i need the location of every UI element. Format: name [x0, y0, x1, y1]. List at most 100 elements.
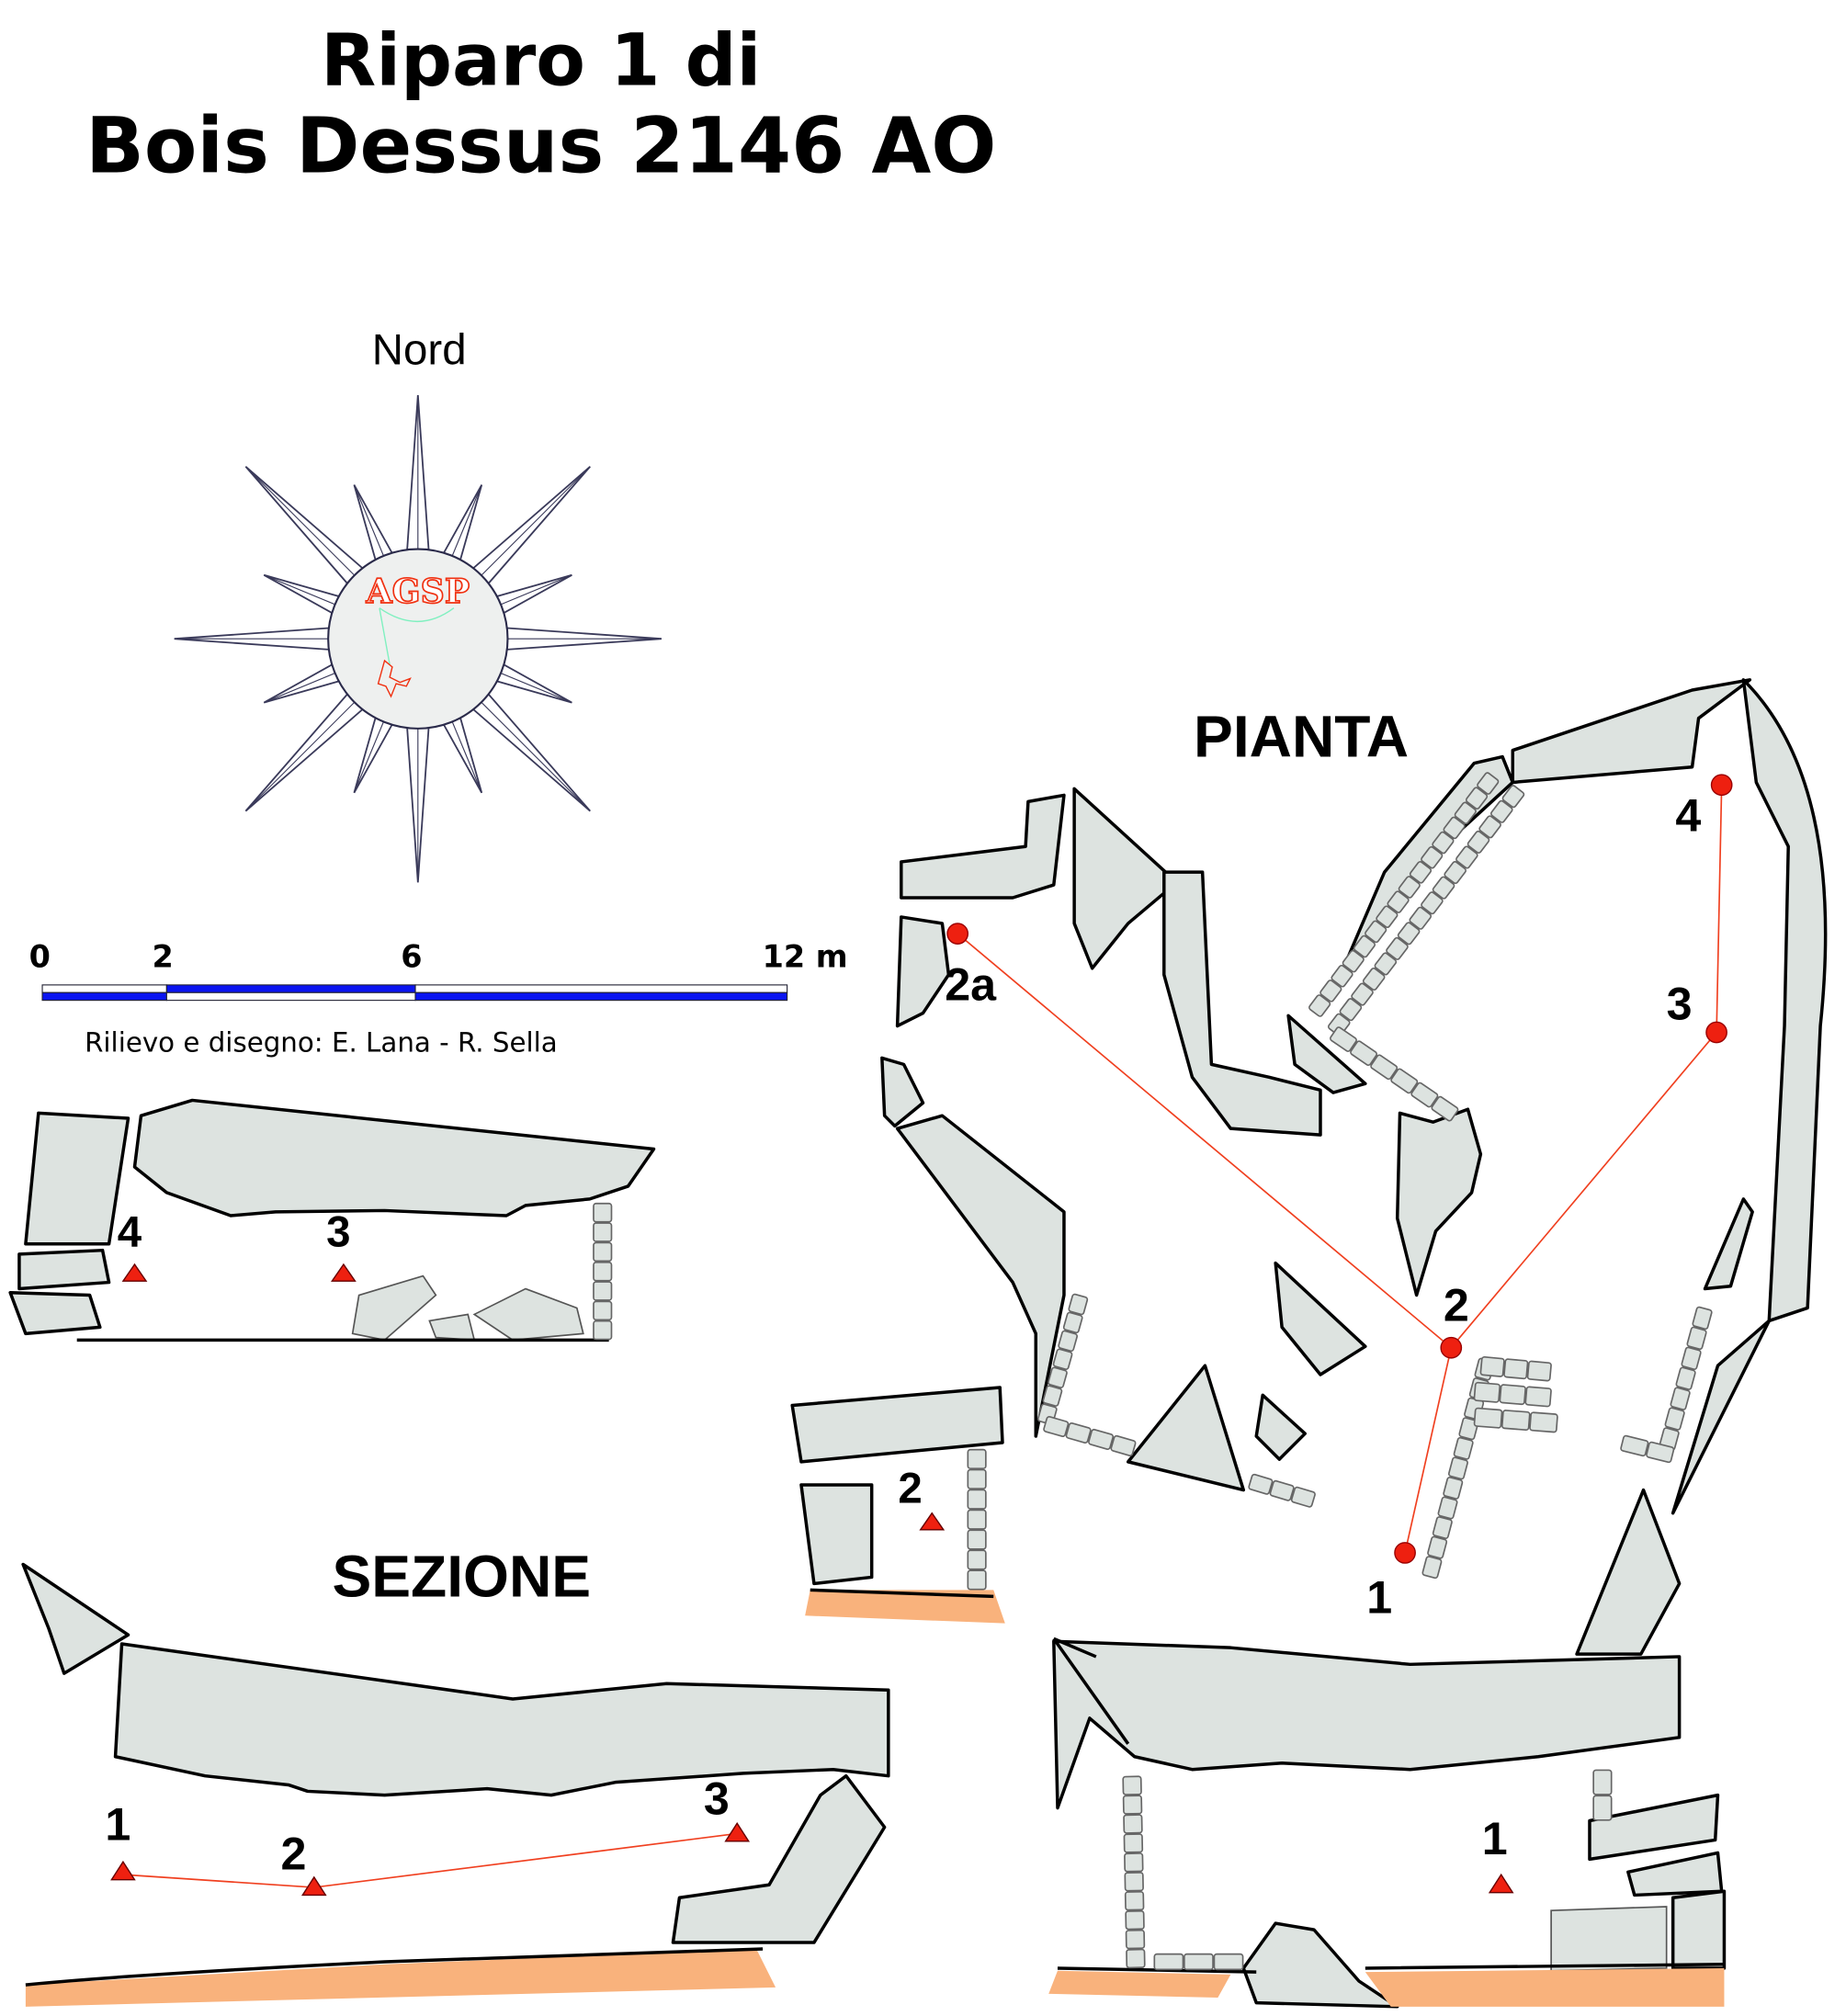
dry-stone-wall-block	[1477, 772, 1500, 795]
dry-stone-wall-block	[1432, 1516, 1453, 1540]
dry-stone-wall-block	[1444, 861, 1467, 885]
dry-stone-wall-block	[1350, 1040, 1378, 1066]
section-station-3-label: 3	[326, 1207, 350, 1256]
scale-tick-2: 2	[153, 938, 174, 974]
dry-stone-wall-block	[1443, 816, 1466, 840]
dry-stone-wall-block	[1062, 1311, 1083, 1334]
dry-stone-wall-block	[593, 1241, 613, 1263]
small-section-station-2	[919, 1512, 946, 1531]
dry-stone-wall-block	[1427, 1535, 1448, 1559]
dry-stone-wall-block	[1620, 1434, 1649, 1457]
dry-stone-wall-block	[1248, 1473, 1274, 1495]
section-station-4	[121, 1263, 148, 1282]
dry-stone-wall-block	[593, 1222, 613, 1242]
dry-stone-wall-block	[967, 1529, 987, 1550]
dry-stone-wall-block	[1386, 936, 1409, 960]
dry-stone-wall-block	[1397, 922, 1421, 946]
dry-stone-wall-block	[1503, 1358, 1529, 1380]
dry-stone-wall-block	[1052, 1348, 1073, 1371]
plan-label: PIANTA	[1194, 704, 1409, 770]
scale-tick-12: 12 m	[763, 938, 848, 974]
dry-stone-wall-block	[967, 1549, 987, 1570]
section-label: SEZIONE	[332, 1543, 591, 1609]
dry-stone-wall-block	[1183, 1953, 1214, 1971]
section-lower: 1 2 3	[21, 1562, 890, 2007]
dry-stone-wall-block	[1319, 980, 1342, 1002]
compass-rose: Nord AGSP	[174, 326, 662, 883]
dry-stone-wall-block	[1362, 967, 1386, 991]
dry-stone-wall-block	[593, 1261, 613, 1282]
section-survey-line	[122, 1832, 738, 1888]
dry-stone-wall-block	[1213, 1953, 1244, 1971]
dry-stone-wall-block	[1387, 890, 1410, 913]
dry-stone-wall-block	[1269, 1479, 1295, 1501]
dry-stone-wall-block	[1524, 1386, 1552, 1408]
section-station-2	[300, 1875, 327, 1897]
dry-stone-wall-block	[1365, 920, 1387, 944]
dry-stone-wall-block	[1490, 799, 1513, 823]
dry-stone-wall-block	[1376, 905, 1399, 929]
dry-stone-wall-block	[1421, 845, 1444, 869]
dry-stone-wall-block	[1048, 1366, 1068, 1388]
dry-stone-wall-block	[1308, 994, 1331, 1017]
dry-stone-wall-block	[1042, 1385, 1063, 1407]
dry-stone-wall-block	[1692, 1306, 1713, 1331]
dry-stone-wall-block	[1339, 998, 1363, 1022]
dry-stone-wall-block	[1675, 1366, 1696, 1390]
dry-stone-wall-block	[1454, 801, 1477, 825]
dry-stone-wall-block	[1432, 831, 1455, 855]
climber-icon	[377, 659, 412, 698]
section-station-1	[110, 1860, 136, 1881]
title-line-2: Bois Dessus 2146 AO	[85, 100, 996, 190]
right-section-station-1	[1488, 1873, 1514, 1894]
dry-stone-wall-block	[1088, 1428, 1115, 1450]
dry-stone-wall-block	[1125, 1909, 1145, 1931]
dry-stone-wall-block	[1681, 1346, 1702, 1370]
station-2a-label: 2a	[945, 959, 997, 1011]
station-3-label: 3	[1667, 979, 1693, 1030]
section-right: 1	[1048, 1637, 1727, 2009]
dry-stone-wall-block	[1330, 1026, 1357, 1052]
dry-stone-wall-block	[593, 1319, 613, 1341]
dry-stone-wall-block	[1646, 1441, 1675, 1464]
dry-stone-wall-block	[1123, 1814, 1143, 1834]
dry-stone-wall-block	[1453, 1436, 1474, 1460]
dry-stone-wall-block	[1331, 964, 1353, 988]
dry-stone-wall-block	[1122, 1775, 1142, 1795]
dry-stone-wall-block	[593, 1300, 613, 1321]
dry-stone-wall-block	[1353, 934, 1376, 958]
plan-survey-line	[957, 785, 1723, 1554]
small-section-station-label: 2	[898, 1465, 922, 1513]
station-1	[1394, 1542, 1416, 1564]
dry-stone-wall-block	[1421, 891, 1444, 915]
section-upper: 4 3	[8, 1098, 656, 1342]
dry-stone-wall-block	[1110, 1434, 1137, 1456]
dry-stone-wall-block	[967, 1468, 987, 1489]
dry-stone-wall-block	[593, 1202, 613, 1223]
dry-stone-wall-block	[1124, 1852, 1144, 1873]
section-small: 2	[790, 1386, 1005, 1624]
dry-stone-wall-block	[1670, 1387, 1691, 1410]
compass-center	[327, 548, 509, 730]
dry-stone-wall-block	[1410, 1082, 1439, 1108]
station-4	[1710, 774, 1733, 797]
scale-tick-0: 0	[29, 938, 51, 974]
section-station-3-lower	[724, 1822, 751, 1842]
dry-stone-wall-block	[1290, 1486, 1316, 1508]
dry-stone-wall-block	[1499, 1384, 1526, 1406]
rope-icon	[379, 607, 455, 665]
dry-stone-wall-block	[1370, 1054, 1399, 1081]
dry-stone-wall-block	[1592, 1769, 1613, 1795]
section-station-3	[331, 1263, 357, 1282]
dry-stone-wall-block	[967, 1489, 987, 1510]
scale-bar: 0 2 6 12 m	[29, 938, 848, 1002]
dry-stone-wall-block	[1342, 949, 1365, 973]
dry-stone-wall-block	[967, 1509, 987, 1530]
dry-stone-wall-block	[1124, 1890, 1145, 1911]
dry-stone-wall-block	[1526, 1360, 1552, 1382]
dry-stone-wall-block	[1126, 1948, 1146, 1969]
station-2-label: 2	[1444, 1279, 1469, 1331]
dry-stone-wall-block	[1473, 1407, 1503, 1429]
station-4-label: 4	[1675, 789, 1701, 841]
dry-stone-wall-block	[1592, 1795, 1613, 1821]
